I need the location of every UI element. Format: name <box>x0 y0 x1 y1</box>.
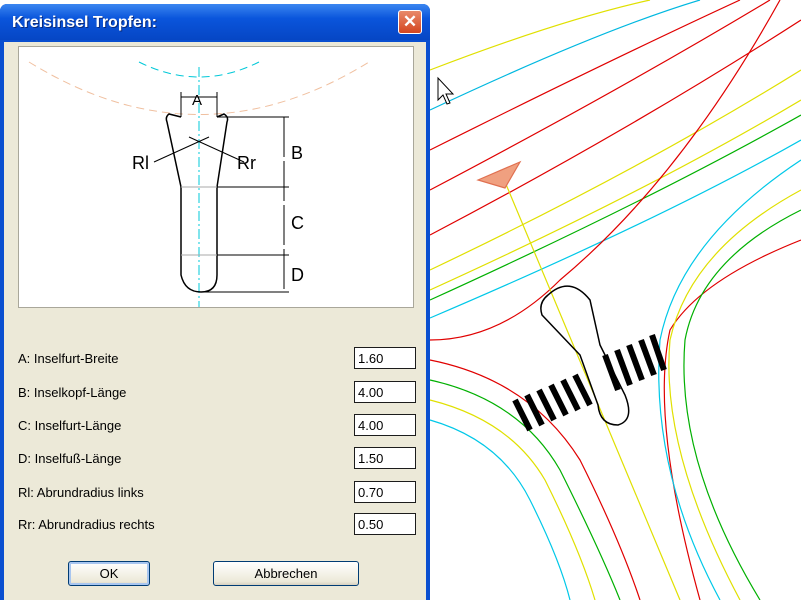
road-line <box>429 0 771 191</box>
road-line <box>429 0 701 111</box>
field-label: Rl: Abrundradius links <box>18 485 144 500</box>
field-label: B: Inselkopf-Länge <box>18 385 127 400</box>
dialog-title: Kreisinsel Tropfen: <box>12 14 157 31</box>
field-label: Rr: Abrundradius rechts <box>18 517 155 532</box>
road-line <box>429 99 801 291</box>
label-b: B <box>291 143 303 163</box>
close-button[interactable]: ✕ <box>398 10 422 34</box>
direction-arrow <box>476 160 522 189</box>
axis-line <box>499 169 681 600</box>
field-label: A: Inselfurt-Breite <box>18 351 119 366</box>
kreisinsel-tropfen-dialog: Kreisinsel Tropfen: ✕ A B C D Rl <box>0 4 430 600</box>
road-line <box>429 0 781 341</box>
field-label: D: Inselfuß-Länge <box>18 451 122 466</box>
road-line <box>429 419 571 600</box>
title-bar[interactable]: Kreisinsel Tropfen: ✕ <box>0 4 430 40</box>
island-outline <box>540 285 630 426</box>
label-rl: Rl <box>132 153 149 173</box>
field-row-b: B: Inselkopf-Länge <box>18 381 416 405</box>
inselfurt-laenge-input[interactable] <box>354 414 416 436</box>
road-line <box>429 69 801 271</box>
field-row-a: A: Inselfurt-Breite <box>18 347 416 371</box>
road-line <box>429 139 801 319</box>
field-row-rl: Rl: Abrundradius links <box>18 481 416 505</box>
road-line <box>663 239 801 600</box>
label-c: C <box>291 213 304 233</box>
field-row-rr: Rr: Abrundradius rechts <box>18 513 416 537</box>
island-diagram: A B C D Rl Rr <box>18 46 414 308</box>
road-line <box>429 114 801 301</box>
road-line <box>429 399 596 600</box>
field-label: C: Inselfurt-Länge <box>18 418 122 433</box>
road-line <box>429 379 621 600</box>
label-a: A <box>192 92 202 109</box>
inselkopf-laenge-input[interactable] <box>354 381 416 403</box>
label-d: D <box>291 265 304 285</box>
mouse-cursor-icon <box>437 76 455 105</box>
road-line <box>668 189 801 600</box>
road-line <box>683 209 801 600</box>
abrundradius-links-input[interactable] <box>354 481 416 503</box>
cancel-button[interactable]: Abbrechen <box>213 561 359 586</box>
road-line <box>658 159 801 600</box>
dialog-body: A B C D Rl Rr A: Inselfurt-Breite B: Ins… <box>4 42 426 600</box>
inselfurt-breite-input[interactable] <box>354 347 416 369</box>
abrundradius-rechts-input[interactable] <box>354 513 416 535</box>
inner-arc <box>138 61 260 78</box>
road-line <box>429 19 801 236</box>
ok-button[interactable]: OK <box>68 561 150 586</box>
field-row-c: C: Inselfurt-Länge <box>18 414 416 438</box>
inselfuss-laenge-input[interactable] <box>354 447 416 469</box>
road-line <box>429 0 741 151</box>
label-rr: Rr <box>237 153 256 173</box>
road-line <box>429 0 651 71</box>
crosswalk <box>512 334 667 432</box>
road-line <box>429 359 641 600</box>
field-row-d: D: Inselfuß-Länge <box>18 447 416 471</box>
